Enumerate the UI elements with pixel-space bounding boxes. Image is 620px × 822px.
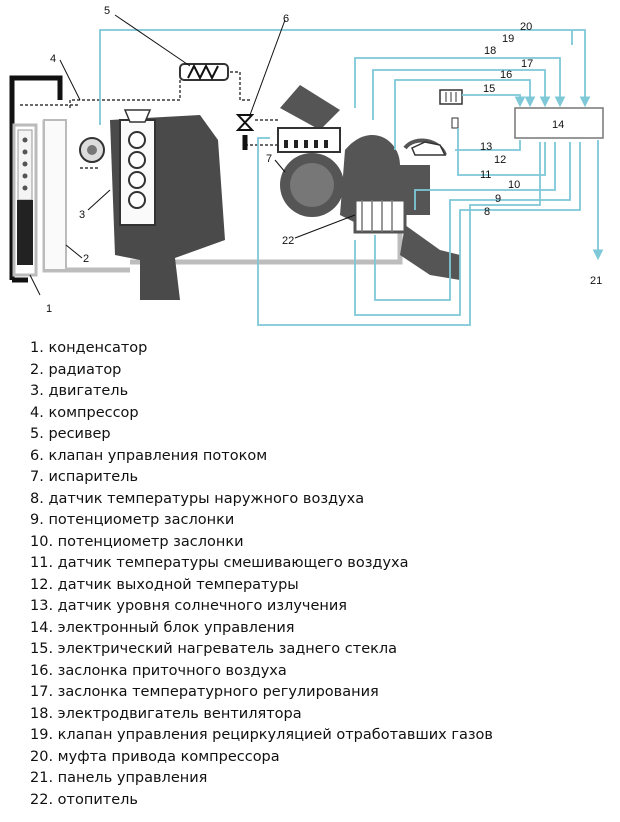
callout-7: 7 bbox=[266, 153, 272, 165]
condenser bbox=[12, 123, 38, 277]
callout-12: 12 bbox=[494, 154, 506, 166]
legend-item: 15. электрический нагреватель заднего ст… bbox=[30, 641, 398, 657]
legend-item: 14. электронный блок управления bbox=[30, 619, 295, 636]
callout-3: 3 bbox=[79, 209, 85, 221]
sun-sensor bbox=[411, 141, 447, 156]
ac-system-diagram: 14 1 2 3 4 5 6 7 8 9 10 bbox=[9, 5, 604, 326]
engine bbox=[110, 109, 225, 300]
callout-20: 20 bbox=[520, 21, 532, 33]
callout-1: 1 bbox=[46, 303, 52, 315]
legend-item: 17. заслонка температурного регулировани… bbox=[30, 684, 379, 700]
callout-15: 15 bbox=[483, 83, 495, 95]
callout-18: 18 bbox=[484, 45, 496, 57]
callout-10: 10 bbox=[508, 179, 520, 191]
flow-control-valve bbox=[235, 114, 255, 131]
legend-item: 21. панель управления bbox=[30, 770, 208, 786]
leader-lines bbox=[29, 14, 356, 296]
compressor bbox=[79, 137, 105, 163]
callout-2: 2 bbox=[83, 253, 89, 265]
receiver bbox=[179, 63, 229, 81]
mix-temp-sensor bbox=[451, 117, 459, 129]
legend-item: 2. радиатор bbox=[30, 361, 122, 378]
legend-item: 16. заслонка приточного воздуха bbox=[30, 662, 287, 679]
legend-item: 19. клапан управления рециркуляцией отра… bbox=[30, 727, 493, 743]
legend-item: 4. компрессор bbox=[30, 404, 139, 421]
legend-item: 7. испаритель bbox=[30, 469, 139, 485]
legend-item: 8. датчик температуры наружного воздуха bbox=[30, 490, 365, 507]
legend-item: 11. датчик температуры смешивающего возд… bbox=[30, 555, 409, 571]
callout-22: 22 bbox=[282, 235, 294, 247]
legend-item: 6. клапан управления потоком bbox=[30, 447, 268, 464]
legend-item: 20. муфта привода компрессора bbox=[30, 748, 280, 765]
hvac-unit bbox=[277, 85, 460, 280]
ecu-box: 14 bbox=[514, 107, 604, 139]
legend-item: 3. двигатель bbox=[30, 383, 129, 399]
callout-19: 19 bbox=[502, 33, 514, 45]
rear-window-heater bbox=[439, 89, 463, 105]
refrigerant-pipe bbox=[9, 75, 248, 283]
callout-8: 8 bbox=[484, 206, 490, 218]
callout-16: 16 bbox=[500, 69, 512, 81]
callout-labels: 1 2 3 4 5 6 7 8 9 10 11 12 13 15 16 17 1… bbox=[46, 5, 602, 315]
legend-item: 18. электродвигатель вентилятора bbox=[30, 705, 302, 722]
callout-5: 5 bbox=[104, 5, 110, 17]
radiator bbox=[43, 119, 67, 271]
legend-list: 1. конденсатор 2. радиатор 3. двигатель … bbox=[30, 338, 493, 811]
callout-21: 21 bbox=[590, 275, 602, 287]
callout-13: 13 bbox=[480, 141, 492, 153]
callout-9: 9 bbox=[495, 193, 501, 205]
legend-item: 13. датчик уровня солнечного излучения bbox=[30, 598, 348, 614]
callout-6: 6 bbox=[283, 13, 289, 25]
callout-11: 11 bbox=[480, 169, 491, 181]
legend-item: 1. конденсатор bbox=[30, 340, 148, 356]
ecu-label: 14 bbox=[552, 119, 564, 131]
signal-wires bbox=[99, 29, 604, 326]
callout-17: 17 bbox=[521, 58, 533, 70]
legend-item: 12. датчик выходной температуры bbox=[30, 576, 299, 593]
legend-item: 9. потенциометр заслонки bbox=[30, 512, 235, 528]
callout-4: 4 bbox=[50, 53, 56, 65]
legend-item: 5. ресивер bbox=[30, 426, 111, 442]
legend-item: 10. потенциометр заслонки bbox=[30, 533, 244, 550]
legend-item: 22. отопитель bbox=[30, 791, 138, 808]
